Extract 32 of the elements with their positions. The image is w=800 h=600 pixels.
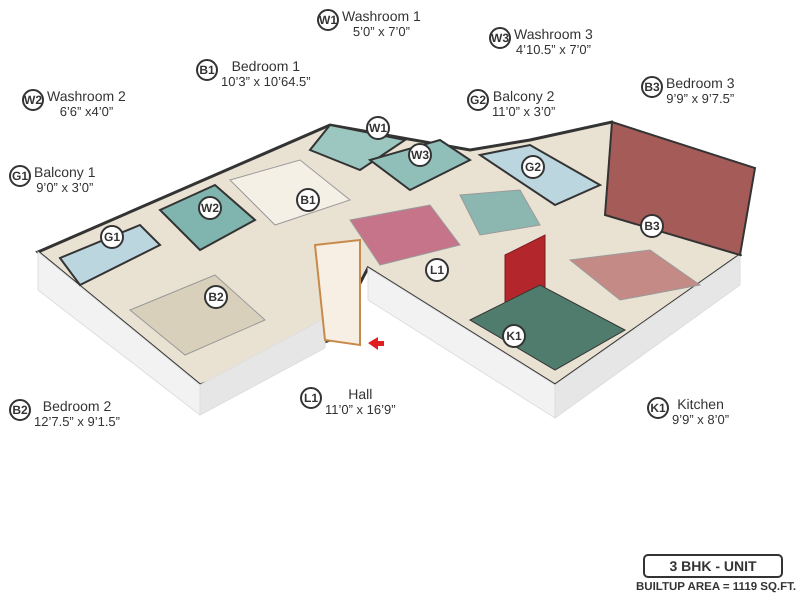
- room-marker: G2: [467, 89, 489, 111]
- room-marker: W1: [366, 116, 390, 140]
- room-dimensions: 6’6” x4’0”: [60, 104, 114, 120]
- room-name: Hall: [348, 386, 372, 402]
- room-dimensions: 9’9” x 8’0”: [672, 412, 730, 428]
- room-marker: G1: [9, 165, 31, 187]
- room-marker: B1: [196, 59, 218, 81]
- room-marker: B3: [641, 76, 663, 98]
- room-dimensions: 4’10.5” x 7’0”: [516, 42, 591, 58]
- room-marker: B2: [9, 399, 31, 421]
- room-name: Bedroom 3: [666, 75, 734, 91]
- room-marker: K1: [647, 397, 669, 419]
- room-dimensions: 5’0” x 7’0”: [352, 24, 410, 40]
- room-dimensions: 11’0” x 3’0”: [492, 104, 556, 120]
- room-name: Balcony 1: [34, 164, 96, 180]
- unit-type-box: 3 BHK - UNIT: [643, 554, 783, 578]
- room-name: Kitchen: [677, 396, 724, 412]
- room-marker: W3: [489, 27, 511, 49]
- room-name: Washroom 3: [514, 26, 593, 42]
- room-marker: W1: [317, 9, 339, 31]
- room-dimensions: 10’3” x 10’64.5”: [221, 74, 311, 90]
- room-name: Bedroom 2: [42, 398, 112, 414]
- room-marker: L1: [300, 387, 322, 409]
- room-dimensions: 9’0” x 3’0”: [36, 180, 94, 196]
- room-name: Bedroom 1: [232, 58, 300, 74]
- room-dimensions: 11’0” x 16’9”: [325, 402, 396, 418]
- room-name: Washroom 1: [342, 8, 421, 24]
- room-marker: W2: [22, 89, 44, 111]
- room-dimensions: 9’9” x 9’7.5”: [666, 91, 734, 107]
- room-name: Balcony 2: [492, 88, 554, 104]
- room-name: Washroom 2: [47, 88, 126, 104]
- room-dimensions: 12’7.5” x 9’1.5”: [34, 414, 120, 430]
